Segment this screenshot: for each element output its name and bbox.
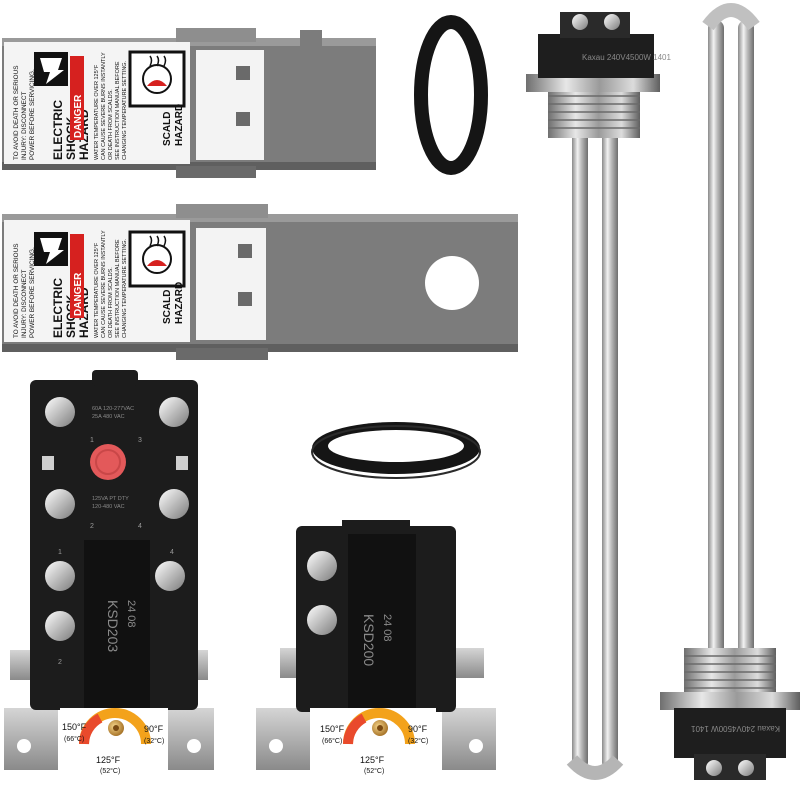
element-label: Kaxau 240V4500W 1401	[582, 53, 672, 62]
heating-element-1: Kaxau 240V4500W 1401	[526, 12, 672, 780]
scald-hazard-icon	[128, 230, 186, 288]
danger-text: DANGER	[73, 94, 84, 138]
screw-icon	[159, 489, 189, 519]
dial-hot: 150°F	[62, 722, 87, 732]
model-code: 24 08	[381, 614, 393, 642]
rating-top-2: 25A 480 VAC	[92, 414, 125, 420]
dial-mid-c: (52°C)	[364, 767, 384, 775]
screw-icon	[45, 611, 75, 641]
heating-element-2: Kaxau 240V4500W 1401	[660, 3, 800, 780]
scald-warn-1: WATER TEMPERATURE OVER 125°F	[94, 242, 100, 338]
terminal-label: 3	[138, 437, 142, 444]
element-label: Kaxau 240V4500W 1401	[690, 724, 780, 733]
warn-left-line-2: INJURY: DISCONNECT	[21, 269, 28, 338]
scald-warn-2: CAN CAUSE SEVERE BURNS INSTANTLY	[101, 52, 107, 160]
model-code: 24 08	[125, 600, 137, 628]
terminal-label: 4	[138, 523, 142, 530]
scald-line-2: HAZARD	[174, 282, 185, 324]
scald-hazard-icon	[128, 50, 186, 108]
warn-left-line-1: TO AVOID DEATH OR SERIOUS	[13, 244, 20, 338]
terminal-label: 4	[170, 549, 174, 556]
lower-thermostat: 24 08 KSD200 150°F (66°C) 90°F (32°C) 12…	[256, 520, 496, 780]
scald-warn-3: OR DEATH FROM SCALDS.	[108, 267, 114, 338]
terminal-label: 2	[58, 659, 62, 666]
screw-icon	[159, 397, 189, 427]
electric-shock-icon	[34, 52, 68, 86]
dial-hot-c: (66°C)	[64, 735, 84, 743]
dial-hot: 150°F	[320, 724, 345, 734]
scald-warn-4: SEE INSTRUCTION MANUAL BEFORE	[115, 61, 121, 160]
warn-left-line-3: POWER BEFORE SERVICING.	[29, 247, 36, 338]
screw-icon	[738, 760, 754, 776]
scald-warn-2: CAN CAUSE SEVERE BURNS INSTANTLY	[101, 230, 107, 338]
rating-mid-2: 120-480 VAC	[92, 504, 125, 510]
cover-hole	[425, 256, 479, 310]
dial-low-c: (32°C)	[408, 737, 428, 745]
warn-left-line-3: POWER BEFORE SERVICING.	[29, 69, 36, 160]
warn-left-line-1: TO AVOID DEATH OR SERIOUS	[13, 66, 20, 160]
terminal-label: 1	[90, 437, 94, 444]
scald-line-1: SCALD	[162, 112, 173, 146]
screw-icon	[706, 760, 722, 776]
dial-hot-c: (66°C)	[322, 737, 342, 745]
scald-line-1: SCALD	[162, 290, 173, 324]
danger-text: DANGER	[73, 272, 84, 316]
scald-warn-3: OR DEATH FROM SCALDS.	[108, 89, 114, 160]
scald-warn-4: SEE INSTRUCTION MANUAL BEFORE	[115, 239, 121, 338]
screw-icon	[604, 14, 620, 30]
scald-warn-5: CHANGING TEMPERATURE SETTING.	[122, 238, 128, 338]
electric-line-1: ELECTRIC	[51, 100, 65, 160]
electric-shock-icon	[34, 232, 68, 266]
scald-warn-1: WATER TEMPERATURE OVER 125°F	[94, 64, 100, 160]
model-number: KSD200	[361, 614, 377, 666]
gasket-ring-flat	[311, 422, 481, 479]
screw-icon	[45, 397, 75, 427]
dial-mid: 125°F	[96, 755, 121, 765]
terminal-label: 1	[58, 549, 62, 556]
dial-low-c: (32°C)	[144, 737, 164, 745]
screw-icon	[307, 605, 337, 635]
screw-icon	[307, 551, 337, 581]
scald-line-2: HAZARD	[174, 104, 185, 146]
rating-mid-1: 125VA PT DTY	[92, 496, 129, 502]
model-number: KSD203	[105, 600, 121, 652]
dial-mid: 125°F	[360, 755, 385, 765]
thermostat-cover-2: TO AVOID DEATH OR SERIOUS INJURY: DISCON…	[2, 204, 518, 360]
screw-icon	[155, 561, 185, 591]
screw-icon	[45, 561, 75, 591]
dial-low: 90°F	[408, 724, 428, 734]
rating-top-1: 60A 120-277VAC	[92, 406, 134, 412]
warn-left-line-2: INJURY: DISCONNECT	[21, 91, 28, 160]
scald-warn-5: CHANGING TEMPERATURE SETTING.	[122, 60, 128, 160]
terminal-label: 2	[90, 523, 94, 530]
screw-icon	[572, 14, 588, 30]
danger-banner	[70, 234, 84, 318]
dial-mid-c: (52°C)	[100, 767, 120, 775]
danger-banner	[70, 56, 84, 140]
dial-low: 90°F	[144, 724, 164, 734]
electric-line-1: ELECTRIC	[51, 278, 65, 338]
thermostat-cover-1: TO AVOID DEATH OR SERIOUS INJURY: DISCON…	[2, 28, 376, 178]
gasket-ring-vertical	[414, 15, 488, 175]
upper-thermostat: 60A 120-277VAC 25A 480 VAC 125VA PT DTY …	[4, 370, 214, 780]
screw-icon	[45, 489, 75, 519]
